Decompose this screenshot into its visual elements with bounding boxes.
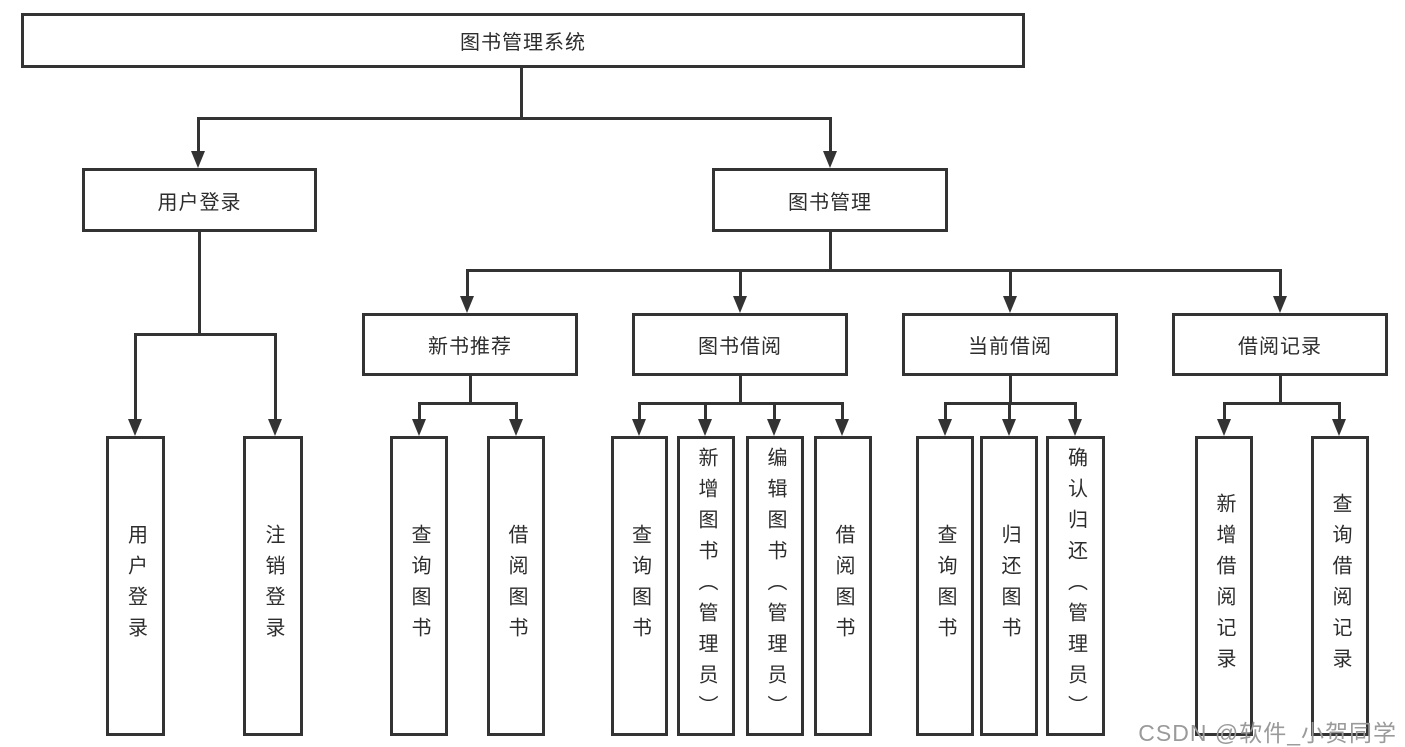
node-book-borrow: 图书借阅 xyxy=(632,313,848,376)
leaf-label: 借阅图书 xyxy=(505,524,527,648)
arrow-down-icon xyxy=(632,419,646,436)
connector-line xyxy=(773,402,776,420)
node-new-book-recommend-label: 新书推荐 xyxy=(428,336,512,358)
arrow-down-icon xyxy=(733,296,747,313)
arrow-down-icon xyxy=(823,151,837,168)
connector-line xyxy=(1009,269,1012,296)
arrow-down-icon xyxy=(1002,419,1016,436)
leaf-node-br-query-record: 查询借阅记录 xyxy=(1311,436,1369,736)
leaf-label: 编辑图书（管理员） xyxy=(764,446,786,726)
connector-line xyxy=(704,402,707,420)
node-book-management-label: 图书管理 xyxy=(788,191,872,214)
node-user-login: 用户登录 xyxy=(82,168,317,232)
arrow-down-icon xyxy=(1273,296,1287,313)
arrow-down-icon xyxy=(412,419,426,436)
arrow-down-icon xyxy=(1217,419,1231,436)
connector-line xyxy=(1223,402,1226,420)
connector-line xyxy=(134,333,277,336)
leaf-node-rec-query-books: 查询图书 xyxy=(390,436,448,736)
leaf-label: 借阅图书 xyxy=(832,524,854,648)
connector-line xyxy=(829,117,832,151)
arrow-down-icon xyxy=(767,419,781,436)
node-book-management: 图书管理 xyxy=(712,168,948,232)
arrow-down-icon xyxy=(698,419,712,436)
connector-line xyxy=(1008,402,1011,420)
node-borrow-records: 借阅记录 xyxy=(1172,313,1388,376)
leaf-label: 归还图书 xyxy=(998,524,1020,648)
connector-line xyxy=(1223,402,1341,405)
connector-line xyxy=(944,402,947,420)
connector-line xyxy=(198,232,201,336)
connector-line xyxy=(469,376,472,405)
connector-line xyxy=(274,333,277,419)
leaf-node-bb-query-books: 查询图书 xyxy=(611,436,668,736)
node-user-login-label: 用户登录 xyxy=(157,191,242,214)
connector-line xyxy=(418,402,518,405)
connector-line xyxy=(197,117,200,151)
leaf-label: 查询图书 xyxy=(628,524,651,648)
arrow-down-icon xyxy=(128,419,142,436)
connector-line xyxy=(197,117,832,120)
connector-line xyxy=(1279,269,1282,296)
leaf-node-rec-borrow-books: 借阅图书 xyxy=(487,436,545,736)
arrow-down-icon xyxy=(191,151,205,168)
arrow-down-icon xyxy=(1003,296,1017,313)
node-root-label: 图书管理系统 xyxy=(460,32,586,54)
leaf-node-cb-return-books: 归还图书 xyxy=(980,436,1038,736)
arrow-down-icon xyxy=(509,419,523,436)
leaf-label: 查询借阅记录 xyxy=(1329,493,1351,679)
leaf-node-bb-borrow-books: 借阅图书 xyxy=(814,436,872,736)
connector-line xyxy=(739,376,742,405)
arrow-down-icon xyxy=(835,419,849,436)
node-current-borrow-label: 当前借阅 xyxy=(968,336,1052,358)
arrow-down-icon xyxy=(1068,419,1082,436)
connector-line xyxy=(1009,376,1012,405)
leaf-label: 查询图书 xyxy=(408,524,430,648)
connector-line xyxy=(841,402,844,420)
connector-line xyxy=(418,402,421,420)
leaf-node-cb-query-books: 查询图书 xyxy=(916,436,974,736)
leaf-label: 确认归还（管理员） xyxy=(1064,446,1087,726)
connector-line xyxy=(134,333,137,419)
leaf-node-cb-confirm-return: 确认归还（管理员） xyxy=(1046,436,1105,736)
leaf-label: 查询图书 xyxy=(934,524,956,648)
connector-line xyxy=(638,402,641,420)
connector-line xyxy=(466,269,1282,272)
connector-line xyxy=(1338,402,1341,420)
connector-line xyxy=(1074,402,1077,420)
connector-line xyxy=(520,68,523,118)
connector-line xyxy=(739,269,742,296)
leaf-node-logout: 注销登录 xyxy=(243,436,303,736)
connector-line xyxy=(638,402,844,405)
arrow-down-icon xyxy=(938,419,952,436)
leaf-label: 用户登录 xyxy=(124,524,147,648)
csdn-watermark: CSDN @软件_小贺同学 xyxy=(1138,720,1397,746)
leaf-label: 新增图书（管理员） xyxy=(695,446,717,726)
node-book-borrow-label: 图书借阅 xyxy=(698,336,782,358)
leaf-node-user-login: 用户登录 xyxy=(106,436,165,736)
arrow-down-icon xyxy=(460,296,474,313)
node-current-borrow: 当前借阅 xyxy=(902,313,1118,376)
connector-line xyxy=(1279,376,1282,405)
leaf-label: 注销登录 xyxy=(262,524,284,648)
leaf-node-br-add-record: 新增借阅记录 xyxy=(1195,436,1253,736)
leaf-node-bb-edit-books: 编辑图书（管理员） xyxy=(746,436,804,736)
connector-line xyxy=(829,232,832,272)
node-new-book-recommend: 新书推荐 xyxy=(362,313,578,376)
connector-line xyxy=(515,402,518,420)
connector-line xyxy=(466,269,469,296)
node-borrow-records-label: 借阅记录 xyxy=(1238,336,1322,358)
leaf-label: 新增借阅记录 xyxy=(1213,493,1235,679)
node-root: 图书管理系统 xyxy=(21,13,1025,68)
arrow-down-icon xyxy=(268,419,282,436)
arrow-down-icon xyxy=(1332,419,1346,436)
leaf-node-bb-add-books: 新增图书（管理员） xyxy=(677,436,735,736)
